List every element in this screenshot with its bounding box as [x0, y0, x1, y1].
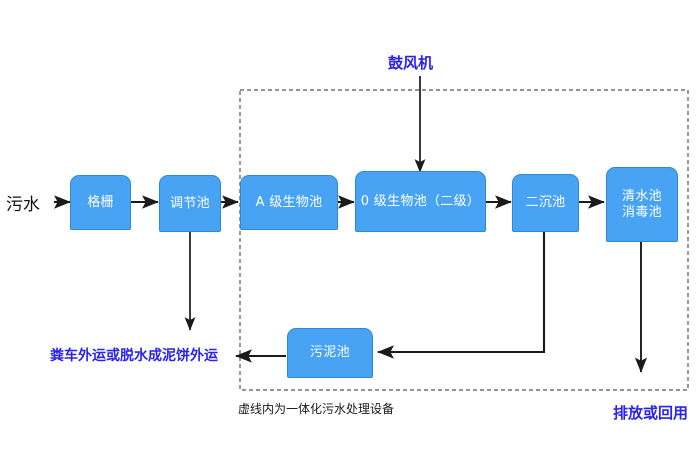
integrated-equipment-enclosure: [239, 89, 689, 391]
enclosure-caption: 虚线内为一体化污水处理设备: [238, 402, 395, 416]
node-sludge-tank[interactable]: 污泥池: [287, 328, 373, 378]
node-equalization-tank[interactable]: 调节池: [159, 175, 221, 232]
node-sludge-tank-label: 污泥池: [310, 345, 350, 361]
blower-label: 鼓风机: [388, 54, 434, 72]
node-equalization-tank-label: 调节池: [170, 195, 210, 211]
connector-clarifier-to-sludge-tank: [377, 232, 546, 359]
node-a-stage-bio-tank[interactable]: A 级生物池: [240, 175, 338, 230]
effluent-label: 排放或回用: [613, 404, 689, 422]
node-grate[interactable]: 格栅: [70, 175, 131, 230]
node-secondary-clarifier[interactable]: 二沉池: [512, 174, 579, 232]
node-clear-water-tank-label: 清水池: [622, 188, 662, 204]
node-disinfection-tank-label: 消毒池: [622, 204, 662, 220]
sludge-disposal-label: 粪车外运或脱水成泥饼外运: [50, 348, 218, 364]
node-o-stage-bio-tank-label: 0 级生物池（二级）: [360, 193, 481, 209]
node-clear-water-disinfection-tank[interactable]: 清水池 消毒池: [606, 167, 678, 242]
node-secondary-clarifier-label: 二沉池: [525, 195, 566, 211]
node-grate-label: 格栅: [87, 194, 114, 210]
influent-label: 污水: [6, 195, 40, 215]
node-o-stage-bio-tank[interactable]: 0 级生物池（二级）: [355, 171, 486, 232]
node-a-stage-bio-tank-label: A 级生物池: [255, 194, 323, 210]
